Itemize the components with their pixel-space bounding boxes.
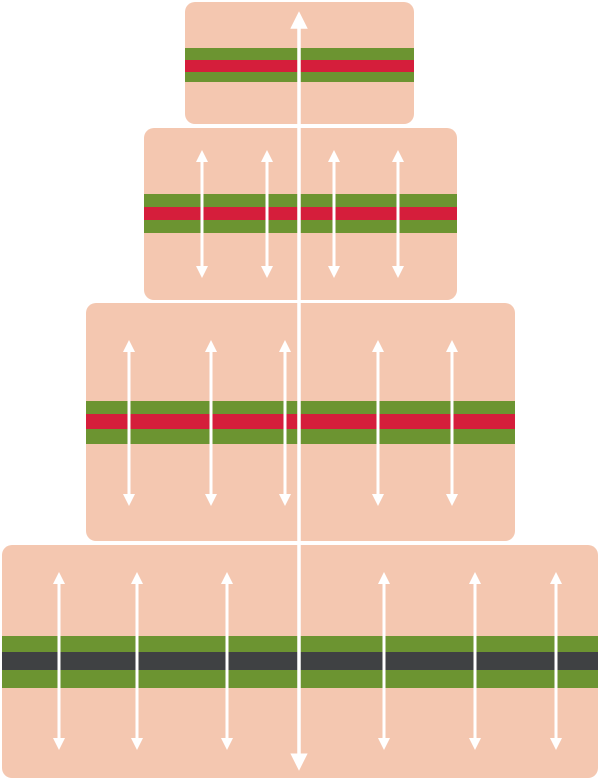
layered-stack-diagram bbox=[2, 2, 598, 778]
diagram-canvas bbox=[2, 2, 598, 778]
